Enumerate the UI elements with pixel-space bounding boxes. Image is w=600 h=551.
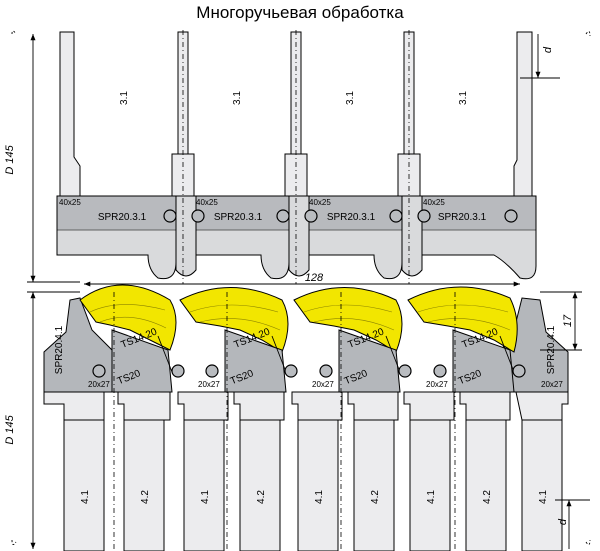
dim-width-label: 128 bbox=[305, 272, 324, 284]
bottom-shaft-2 bbox=[123, 419, 165, 551]
top-knives bbox=[56, 195, 537, 231]
top-knife-1 bbox=[56, 195, 177, 231]
bottom-shaft-9 bbox=[521, 419, 563, 551]
dimension-annotations: D 145 D 145 128 d 17 d bbox=[4, 30, 591, 549]
top-insert-label-1: SPR20.3.1 bbox=[98, 212, 147, 223]
bottom-hole-3 bbox=[205, 364, 219, 378]
top-insert-size-2: 40x25 bbox=[196, 198, 218, 207]
top-insert-size-3: 40x25 bbox=[309, 198, 331, 207]
bottom-shaft-4 bbox=[239, 419, 281, 551]
bottom-shaft-label-6: 4.2 bbox=[370, 490, 381, 504]
top-shaft-left-edge bbox=[59, 31, 81, 197]
bottom-step-1 bbox=[43, 391, 105, 421]
bottom-transitions bbox=[43, 391, 569, 421]
bottom-step-9 bbox=[515, 391, 569, 421]
bottom-hole-7 bbox=[433, 364, 447, 378]
bottom-left-rotation-icon bbox=[11, 539, 17, 545]
bottom-shaft-label-1: 4.1 bbox=[80, 490, 91, 504]
bottom-hole-4 bbox=[284, 364, 298, 378]
top-hole-2b bbox=[304, 209, 318, 223]
top-left-rotation-icon bbox=[11, 30, 17, 35]
bottom-hole-5 bbox=[319, 364, 333, 378]
top-hole-1b bbox=[191, 209, 205, 223]
bottom-insert-size-1: 20x27 bbox=[88, 380, 110, 389]
top-right-rotation-icon bbox=[585, 31, 591, 37]
top-shaft-label-2: 3.1 bbox=[232, 91, 243, 105]
top-hole-1a bbox=[163, 209, 177, 223]
dim-depth-bottom-label: d bbox=[557, 518, 569, 525]
bottom-knives bbox=[111, 329, 515, 393]
bottom-shaft-6 bbox=[353, 419, 395, 551]
top-insert-label-3: SPR20.3.1 bbox=[327, 212, 376, 223]
bottom-shaft-label-5: 4.1 bbox=[314, 490, 325, 504]
bottom-shafts bbox=[63, 419, 563, 551]
bottom-shaft-label-4: 4.2 bbox=[256, 490, 267, 504]
top-hole-3a bbox=[389, 209, 403, 223]
bottom-step-2 bbox=[117, 391, 171, 421]
page-title: Многоручьевая обработка bbox=[196, 3, 404, 22]
bottom-insert-size-3: 20x27 bbox=[312, 380, 334, 389]
bottom-yellow-profiles bbox=[79, 284, 518, 353]
dim-diameter-top-label: D 145 bbox=[4, 144, 16, 174]
bottom-shaft-5 bbox=[297, 419, 339, 551]
bottom-step-8 bbox=[459, 391, 511, 421]
bottom-hole-1 bbox=[92, 364, 106, 378]
top-tool-assembly: 3.1 3.1 3.1 3.1 SPR20.3.1 SPR20.3.1 SPR2… bbox=[56, 30, 537, 284]
bottom-step-3 bbox=[177, 391, 229, 421]
dim-height-right-label: 17 bbox=[562, 314, 574, 327]
bottom-right-rotation-icon bbox=[585, 539, 591, 545]
top-shaft-label-4: 3.1 bbox=[458, 91, 469, 105]
bottom-step-6 bbox=[347, 391, 399, 421]
dim-depth-top-label: d bbox=[542, 46, 554, 53]
top-shaft-label-1: 3.1 bbox=[119, 91, 130, 105]
top-hole-4 bbox=[504, 209, 518, 223]
bottom-tool-assembly: SPR20.4.1 SPR20.4.1 TS14.20 TS14.20 TS14… bbox=[43, 284, 569, 551]
top-shaft-right-edge bbox=[513, 31, 533, 197]
bottom-shaft-label-3: 4.1 bbox=[200, 490, 211, 504]
bottom-knife-3 bbox=[338, 329, 401, 393]
bottom-hole-8 bbox=[512, 364, 526, 378]
bottom-step-5 bbox=[291, 391, 343, 421]
bottom-holes bbox=[92, 364, 526, 378]
bottom-insert-size-2: 20x27 bbox=[198, 380, 220, 389]
top-shaft-label-3: 3.1 bbox=[345, 91, 356, 105]
bottom-shaft-label-8: 4.2 bbox=[482, 490, 493, 504]
bottom-shaft-label-2: 4.2 bbox=[140, 490, 151, 504]
top-insert-label-2: SPR20.3.1 bbox=[214, 212, 263, 223]
bottom-insert-size-4: 20x27 bbox=[426, 380, 448, 389]
bottom-hole-6 bbox=[398, 364, 412, 378]
bottom-shaft-7 bbox=[409, 419, 451, 551]
bottom-shaft-label-9: 4.1 bbox=[538, 490, 549, 504]
bottom-shaft-3 bbox=[183, 419, 225, 551]
top-insert-size-4: 40x25 bbox=[423, 198, 445, 207]
bottom-knife-edges bbox=[157, 335, 515, 373]
top-joint-3 bbox=[401, 195, 423, 277]
dim-diameter-bottom-label: D 145 bbox=[4, 414, 16, 444]
cut-profile-4 bbox=[407, 286, 518, 353]
top-joint-2 bbox=[288, 195, 310, 277]
bottom-step-7 bbox=[403, 391, 455, 421]
bottom-knife-2 bbox=[224, 329, 287, 393]
top-joint-1 bbox=[175, 195, 197, 277]
bottom-insert-label-left: SPR20.4.1 bbox=[54, 325, 65, 374]
top-hole-3b bbox=[417, 209, 431, 223]
bottom-step-4 bbox=[233, 391, 285, 421]
bottom-shaft-label-7: 4.1 bbox=[426, 490, 437, 504]
top-insert-size-1: 40x25 bbox=[59, 198, 81, 207]
top-hole-2a bbox=[276, 209, 290, 223]
top-insert-label-4: SPR20.3.1 bbox=[438, 212, 487, 223]
bottom-insert-size-5: 20x27 bbox=[541, 380, 563, 389]
cut-profile-veins bbox=[89, 304, 511, 331]
bottom-shaft-8 bbox=[465, 419, 507, 551]
bottom-knife-1 bbox=[111, 329, 173, 393]
bottom-knife-4 bbox=[452, 329, 515, 393]
bottom-shaft-1 bbox=[63, 419, 105, 551]
bottom-hole-2 bbox=[171, 364, 185, 378]
top-holes bbox=[163, 209, 518, 223]
